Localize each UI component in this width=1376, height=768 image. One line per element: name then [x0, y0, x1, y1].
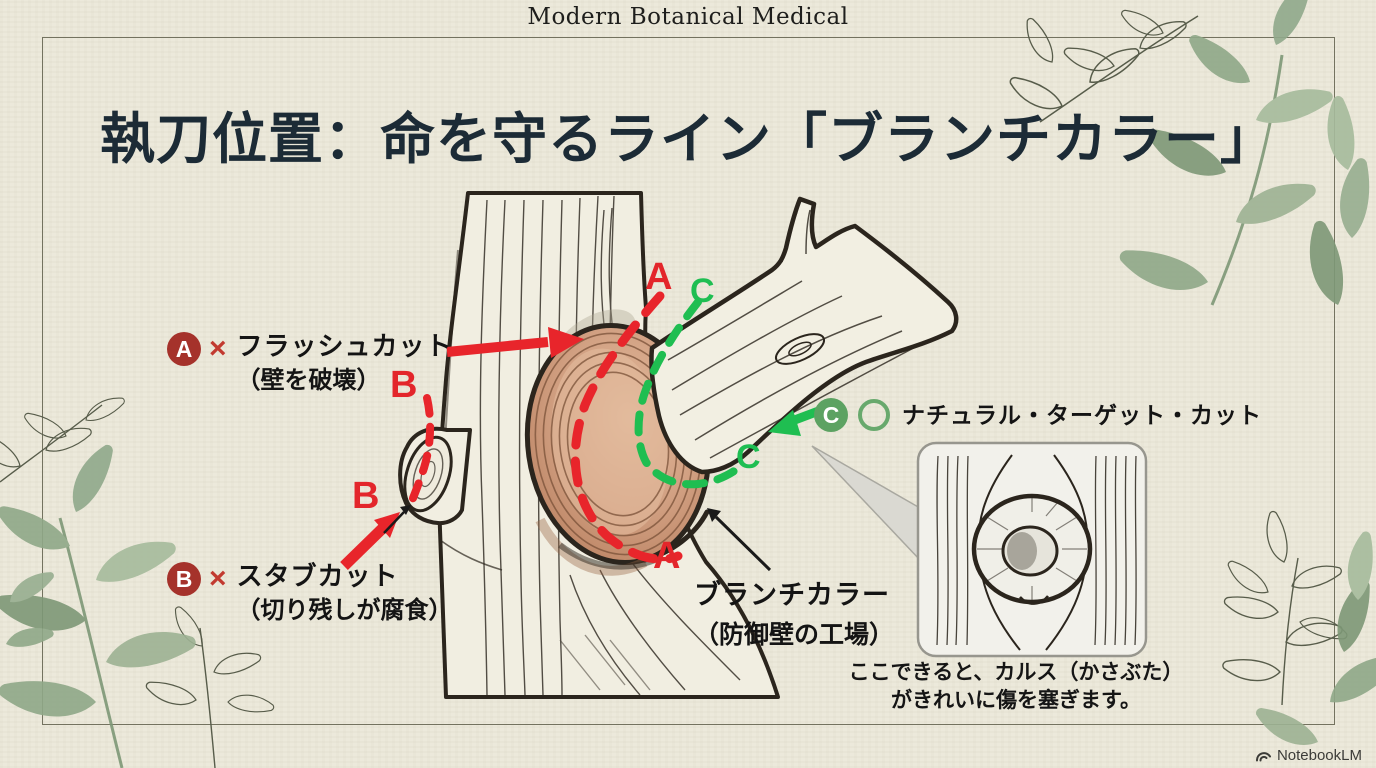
- stub-cut-name: スタブカット: [236, 561, 399, 591]
- footer-brand-text: NotebookLM: [1276, 747, 1362, 764]
- branch-collar-name: ブランチカラー: [694, 580, 890, 610]
- page-title: 執刀位置：命を守るライン「ブランチカラー」: [99, 106, 1276, 171]
- cut-line-letter-c-top: C: [690, 272, 715, 310]
- frame-border: [42, 37, 1335, 725]
- inset-caption: ここできると、カルス（かさぶた） がきれいに傷を塞ぎます。: [843, 659, 1189, 714]
- label-stub-cut: B × スタブカット （切り残しが腐食）: [167, 562, 453, 624]
- inset-caption-line2: がきれいに傷を塞ぎます。: [891, 688, 1141, 712]
- cut-line-letter-b-top: B: [390, 364, 418, 406]
- badge-c: C: [814, 398, 848, 432]
- cross-icon: ×: [209, 562, 227, 595]
- natural-target-cut-name: ナチュラル・ターゲット・カット: [902, 402, 1262, 428]
- stub-cut-note: （切り残しが腐食）: [236, 596, 453, 624]
- label-branch-collar: ブランチカラー （防御壁の工場）: [694, 573, 894, 651]
- notebooklm-icon: [1255, 752, 1271, 762]
- cut-line-letter-c-bottom: C: [736, 438, 761, 476]
- ok-circle-icon: [858, 399, 890, 431]
- branch-collar-note: （防御壁の工場）: [694, 621, 895, 649]
- flush-cut-note: （壁を破壊）: [236, 366, 381, 394]
- cut-line-letter-b-bottom: B: [352, 475, 380, 517]
- flush-cut-text: フラッシュカット （壁を破壊）: [237, 332, 453, 394]
- flush-cut-name: フラッシュカット: [236, 331, 453, 361]
- badge-a: A: [167, 332, 201, 366]
- label-flush-cut: A × フラッシュカット （壁を破壊）: [167, 332, 453, 394]
- header-title: Modern Botanical Medical: [527, 4, 849, 30]
- cross-icon: ×: [209, 332, 227, 365]
- cut-line-letter-a-top: A: [645, 256, 673, 298]
- cut-line-letter-a-bottom: A: [653, 535, 681, 577]
- badge-b: B: [167, 562, 201, 596]
- footer-brand: NotebookLM: [1255, 747, 1362, 764]
- label-natural-target-cut: C ナチュラル・ターゲット・カット: [814, 398, 1262, 432]
- stub-cut-text: スタブカット （切り残しが腐食）: [237, 562, 453, 624]
- inset-caption-line1: ここできると、カルス（かさぶた）: [848, 661, 1184, 684]
